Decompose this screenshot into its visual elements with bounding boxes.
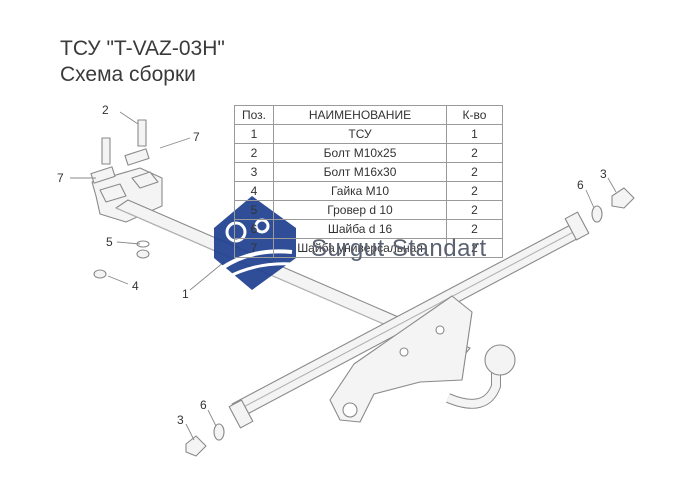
tow-arm <box>228 211 590 429</box>
bolt-m10-left <box>101 137 111 165</box>
column-header-qty: К-во <box>446 105 503 125</box>
bolt-m10-right <box>137 119 147 147</box>
diagram-subtitle: Схема сборки <box>60 63 196 86</box>
callout-7-left: 7 <box>57 171 64 185</box>
cell-qty: 2 <box>446 181 503 201</box>
cell-pos: 4 <box>234 181 274 201</box>
parts-table: Поз. НАИМЕНОВАНИЕ К-во 1 ТСУ 1 2 Болт М1… <box>234 105 503 258</box>
cell-name: Гровер d 10 <box>273 200 447 220</box>
table-row: 6 Шайба d 16 2 <box>234 219 503 239</box>
diagram-title: ТСУ "T-VAZ-03H" <box>60 37 225 60</box>
cell-pos: 3 <box>234 162 274 182</box>
hitch-plate <box>329 295 473 423</box>
callout-5: 5 <box>106 235 113 249</box>
table-row: 4 Гайка М10 2 <box>234 181 503 201</box>
cell-pos: 2 <box>234 143 274 163</box>
callout-3-right: 3 <box>600 167 607 181</box>
table-row: 5 Гровер d 10 2 <box>234 200 503 220</box>
watermark-text: Surgut Standart <box>311 235 487 262</box>
table-row: 2 Болт М10х25 2 <box>234 143 503 163</box>
cell-pos: 1 <box>234 124 274 144</box>
column-header-pos: Поз. <box>234 105 274 125</box>
cell-name: Болт М10х25 <box>273 143 447 163</box>
cell-name: Болт М16х30 <box>273 162 447 182</box>
callout-3-left: 3 <box>177 413 184 427</box>
cell-pos: 5 <box>234 200 274 220</box>
cell-pos: 7 <box>234 238 274 258</box>
callout-6-right: 6 <box>577 178 584 192</box>
cell-pos: 6 <box>234 219 274 239</box>
cell-name: ТСУ <box>273 124 447 144</box>
cell-qty: 2 <box>446 143 503 163</box>
callout-4: 4 <box>132 279 139 293</box>
cell-qty: 1 <box>446 124 503 144</box>
cell-name: Шайба универсальная <box>273 238 447 258</box>
cell-qty: 2 <box>446 238 503 258</box>
table-row: 3 Болт М16х30 2 <box>234 162 503 182</box>
callout-6-left: 6 <box>200 398 207 412</box>
callout-7-right: 7 <box>193 130 200 144</box>
table-row: 1 ТСУ 1 <box>234 124 503 144</box>
cell-name: Гайка М10 <box>273 181 447 201</box>
right-fasteners <box>93 187 635 457</box>
column-header-name: НАИМЕНОВАНИЕ <box>273 105 447 125</box>
table-row: 7 Шайба универсальная 2 <box>234 238 503 258</box>
cell-qty: 2 <box>446 162 503 182</box>
tow-ball <box>446 344 516 409</box>
callout-1: 1 <box>182 287 189 301</box>
cell-qty: 2 <box>446 200 503 220</box>
table-header-row: Поз. НАИМЕНОВАНИЕ К-во <box>234 105 503 125</box>
callout-2: 2 <box>102 103 109 117</box>
